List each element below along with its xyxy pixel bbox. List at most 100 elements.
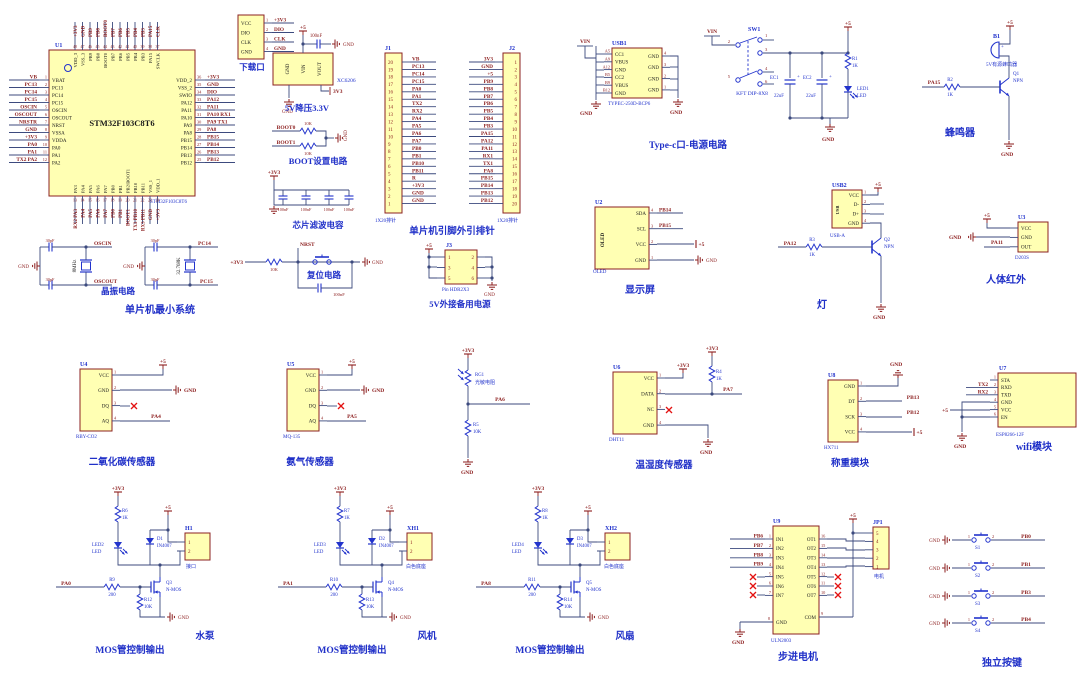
label: R10 <box>330 578 339 583</box>
no-connect-cross <box>749 573 757 581</box>
ic-u7-esp8266[interactable]: U7ESP8266-12F1STA2RXDTX23TXDRX24GND5VCC6… <box>966 366 1077 438</box>
label: 1K <box>122 516 128 521</box>
svg-text:EN: EN <box>1001 416 1008 421</box>
sw1-contact[interactable] <box>757 81 763 87</box>
svg-text:1: 1 <box>994 375 996 380</box>
res-r6[interactable] <box>114 505 122 523</box>
key-s3[interactable] <box>971 588 991 599</box>
conn-j1[interactable]: J11X20排针20VB19PC1318PC1417PC1516PA015PA1… <box>375 46 436 224</box>
label: 10K <box>304 151 313 156</box>
reset-button[interactable] <box>312 254 332 265</box>
pin1-marker[interactable] <box>64 64 72 72</box>
res-reset-10k[interactable] <box>265 258 283 266</box>
res-r13[interactable] <box>358 593 366 611</box>
res-r14[interactable] <box>556 593 564 611</box>
svg-text:A5: A5 <box>605 49 610 54</box>
res-r3[interactable] <box>805 243 823 251</box>
svg-text:12: 12 <box>512 143 518 148</box>
power-symbol: +5 <box>913 428 923 436</box>
res-r11[interactable] <box>523 583 541 591</box>
ic-u9-uln2003[interactable]: U9ULN20031IN1PB62IN2PB73IN3PB84IN4PB95IN… <box>730 519 827 644</box>
svg-text:1: 1 <box>769 534 771 539</box>
svg-text:PB13: PB13 <box>207 150 219 156</box>
svg-text:PB4: PB4 <box>484 116 494 122</box>
res-rg1-photo[interactable] <box>457 368 472 387</box>
key-s4[interactable] <box>971 615 991 626</box>
svg-text:3: 3 <box>864 209 866 214</box>
key-s2[interactable] <box>971 560 991 571</box>
res-r7[interactable] <box>336 505 344 523</box>
svg-text:2: 2 <box>114 385 116 390</box>
sw1-contact[interactable] <box>735 42 741 48</box>
svg-text:5: 5 <box>876 532 879 537</box>
conn-j2[interactable]: J21X20排针13V32GND3+54PB95PB86PB77PB68PB59… <box>469 46 521 224</box>
label: D1 <box>157 537 163 542</box>
no-connect-cross <box>834 582 842 590</box>
res-r8[interactable] <box>534 505 542 523</box>
svg-text:1: 1 <box>968 562 970 567</box>
res-r4[interactable] <box>708 365 716 383</box>
res-r9[interactable] <box>103 583 121 591</box>
svg-text:XH2: XH2 <box>605 526 617 532</box>
res-boot1[interactable] <box>299 142 317 150</box>
res-r10[interactable] <box>325 583 343 591</box>
res-boot0[interactable] <box>299 127 317 135</box>
label: N-MOS <box>166 588 182 593</box>
ic-u1-stm32f103c8t6[interactable]: U1STM32F103C8T6STM32F103C8T61VBATVB2PC13… <box>9 20 235 232</box>
stepper-motor: U9ULN20031IN1PB62IN2PB73IN3PB84IN4PB95IN… <box>730 513 890 663</box>
svg-text:PA12: PA12 <box>784 241 797 247</box>
svg-text:16: 16 <box>512 173 518 178</box>
res-r12[interactable] <box>136 593 144 611</box>
svg-text:PB3: PB3 <box>140 52 145 61</box>
sw1-contact[interactable] <box>757 69 763 75</box>
label: S1 <box>975 546 981 551</box>
svg-text:200: 200 <box>330 593 338 598</box>
res-r5[interactable] <box>464 419 472 437</box>
label: 1K <box>344 516 350 521</box>
svg-text:1: 1 <box>765 33 768 38</box>
sw1-contact[interactable] <box>757 50 763 56</box>
label: BOOT0 <box>277 125 296 131</box>
svg-text:USB1: USB1 <box>612 41 627 47</box>
svg-text:OLED: OLED <box>601 233 606 248</box>
key-s1[interactable] <box>971 532 991 543</box>
wire <box>559 610 585 618</box>
svg-text:37: 37 <box>156 45 160 49</box>
power-symbol: +3V3 <box>532 486 545 496</box>
buzzer-b1[interactable] <box>990 41 1000 59</box>
led3[interactable] <box>336 542 350 555</box>
label: GND <box>732 640 744 646</box>
mos-q4[interactable] <box>372 577 383 597</box>
sw1-contact[interactable] <box>757 37 763 43</box>
caption-reg: 5V降压3.3V <box>285 103 330 113</box>
wire <box>273 190 349 206</box>
mos-q5[interactable] <box>570 577 581 597</box>
res-r2[interactable] <box>943 83 961 91</box>
svg-text:+5: +5 <box>300 25 306 31</box>
res-r1[interactable] <box>844 52 852 70</box>
label: +5 <box>942 408 948 414</box>
sw1-contact[interactable] <box>735 77 741 83</box>
svg-text:U3: U3 <box>1018 215 1025 221</box>
mos-q3[interactable] <box>150 577 161 597</box>
svg-text:D-: D- <box>854 203 860 208</box>
svg-text:VBUS: VBUS <box>615 84 629 89</box>
ic-usb1-typec[interactable]: USB1TYPEC-250D-BCP6A5CC1A9VBUSA12GNDB5CC… <box>603 41 670 107</box>
svg-text:17: 17 <box>388 83 394 88</box>
svg-text:AQ: AQ <box>309 420 317 425</box>
